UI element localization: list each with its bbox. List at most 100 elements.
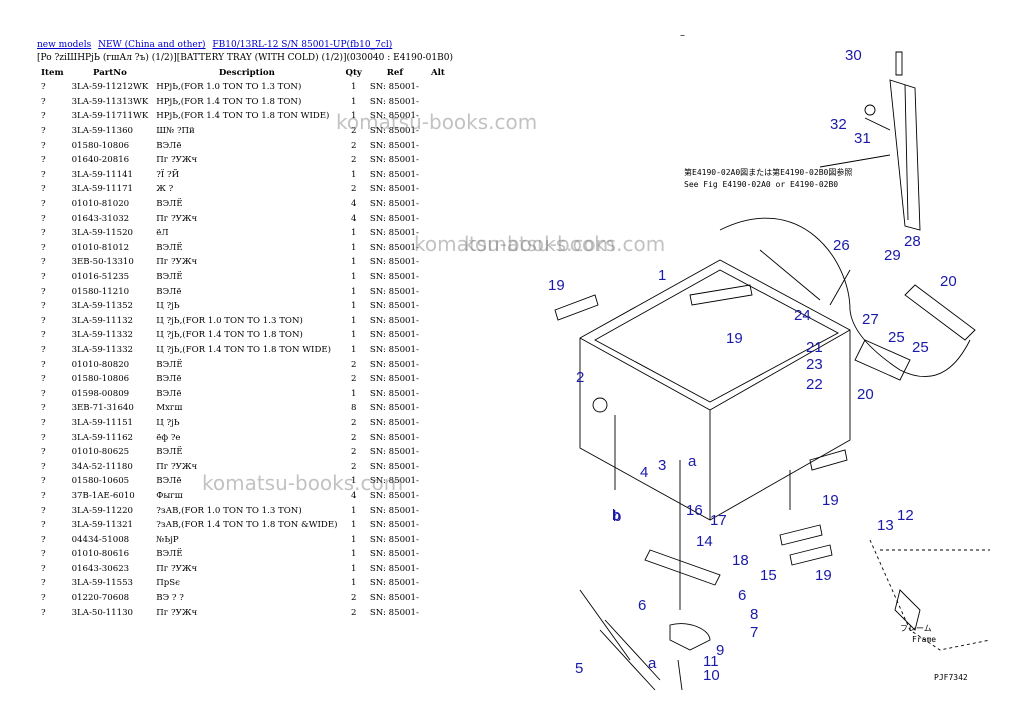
cell-ref: SN: 85001- xyxy=(369,534,419,545)
callout-label: 15 xyxy=(760,567,777,584)
cell-item: ? xyxy=(41,593,46,604)
callout-label: 23 xyxy=(806,356,823,373)
cell-partno: 3LA-59-11360 xyxy=(71,126,134,137)
callout-label: 14 xyxy=(696,533,713,550)
callout-label: 6 xyxy=(738,587,746,604)
callout-label: a xyxy=(688,453,697,470)
cell-alt xyxy=(424,532,452,547)
cell-item: ? xyxy=(41,447,46,458)
cell-partno: 01598-00809 xyxy=(71,388,130,399)
callout-label: 28 xyxy=(904,233,921,250)
cell-qty: 1 xyxy=(350,520,357,531)
vertical-bracket xyxy=(889,79,921,231)
breadcrumb-link-new-china[interactable]: NEW (China and other) xyxy=(98,40,206,50)
callout-label: 25 xyxy=(912,339,929,356)
callout-label: 16 xyxy=(686,502,703,519)
cell-alt xyxy=(424,197,452,212)
cell-qty: 1 xyxy=(350,301,357,312)
cell-qty: 2 xyxy=(350,461,357,472)
col-header-item: Item xyxy=(41,68,64,78)
cell-ref: SN: 85001- xyxy=(369,242,419,253)
cell-partno: 01010-80625 xyxy=(71,447,130,458)
breadcrumb-link-new-models[interactable]: new models xyxy=(37,40,92,50)
cell-description: ?зАВ,(FOR 1.0 TON TO 1.3 TON) xyxy=(156,505,302,516)
cell-description: ВЭЛЁ xyxy=(156,447,183,458)
cell-description: HPjЬ,(FOR 1.4 TON TO 1.8 TON) xyxy=(156,96,302,107)
cell-item: ? xyxy=(41,155,46,166)
cell-partno: 3LA-59-11352 xyxy=(71,301,134,312)
cell-partno: 3LA-59-11132 xyxy=(71,315,134,326)
cell-qty: 2 xyxy=(350,374,357,385)
cell-partno: 01010-80820 xyxy=(71,359,130,370)
cell-alt xyxy=(424,547,452,562)
cell-qty: 8 xyxy=(350,403,357,414)
cell-alt xyxy=(424,299,452,314)
cell-alt xyxy=(424,270,452,285)
cell-ref: SN: 85001- xyxy=(369,563,419,574)
callout-label: 17 xyxy=(710,512,727,529)
callout-label: 9 xyxy=(716,642,724,659)
cell-partno: 01580-10806 xyxy=(71,140,130,151)
cell-partno: 01580-11210 xyxy=(71,286,130,297)
cell-qty: 1 xyxy=(350,578,357,589)
cell-alt xyxy=(424,489,452,504)
callout-label: 3 xyxy=(658,457,666,474)
cell-partno: 01010-80616 xyxy=(71,549,130,560)
callout-label: 19 xyxy=(822,492,839,509)
cell-item: ? xyxy=(41,96,46,107)
cell-partno: 34A-52-11180 xyxy=(71,461,133,472)
col-header-ref: Ref xyxy=(386,68,404,78)
callout-label: 6 xyxy=(638,597,646,614)
cell-partno: 3LA-50-11130 xyxy=(71,607,134,618)
cable xyxy=(719,217,971,377)
callout-label: 27 xyxy=(862,311,879,328)
cell-ref: SN: 85001- xyxy=(369,593,419,604)
cell-item: ? xyxy=(41,432,46,443)
cell-alt xyxy=(424,138,452,153)
cell-alt xyxy=(424,445,452,460)
cell-description: Ж ? xyxy=(156,184,174,195)
cell-item: ? xyxy=(41,563,46,574)
cell-alt xyxy=(424,328,452,343)
cell-ref: SN: 85001- xyxy=(369,111,419,122)
cell-description: ВЭЛЁ xyxy=(156,359,183,370)
cell-partno: 3LA-59-11321 xyxy=(71,520,134,531)
cell-description: Мхгш xyxy=(156,403,183,414)
cell-item: ? xyxy=(41,417,46,428)
callout-label: 2 xyxy=(576,369,584,386)
cell-ref: SN: 85001- xyxy=(369,301,419,312)
cell-alt xyxy=(424,416,452,431)
cell-description: ВЭЛё xyxy=(156,286,182,297)
cell-qty: 1 xyxy=(350,330,357,341)
cell-alt xyxy=(424,241,452,256)
cell-partno: 01016-51235 xyxy=(71,272,130,283)
cell-description: Пг ?УЖч xyxy=(156,155,198,166)
cell-alt xyxy=(424,80,452,95)
cell-partno: 3LA-59-11553 xyxy=(71,578,134,589)
breadcrumb-link-model[interactable]: FB10/13RL-12 S/N 85001-UP(fb10_7cl) xyxy=(212,40,393,50)
breadcrumb: new models NEW (China and other) FB10/13… xyxy=(37,40,396,50)
cell-description: Фыгш xyxy=(156,490,183,501)
cell-qty: 2 xyxy=(350,140,357,151)
callout-label: 7 xyxy=(750,624,758,641)
cell-ref: SN: 85001- xyxy=(369,286,419,297)
cell-description: ?Ї ?Й xyxy=(156,169,180,180)
cell-item: ? xyxy=(41,82,46,93)
cell-description: Ц ?јЬ xyxy=(156,417,180,428)
cell-ref: SN: 85001- xyxy=(369,126,419,137)
battery-tray-frame xyxy=(579,259,851,521)
cell-description: HPjЬ,(FOR 1.0 TON TO 1.3 TON) xyxy=(156,82,302,93)
